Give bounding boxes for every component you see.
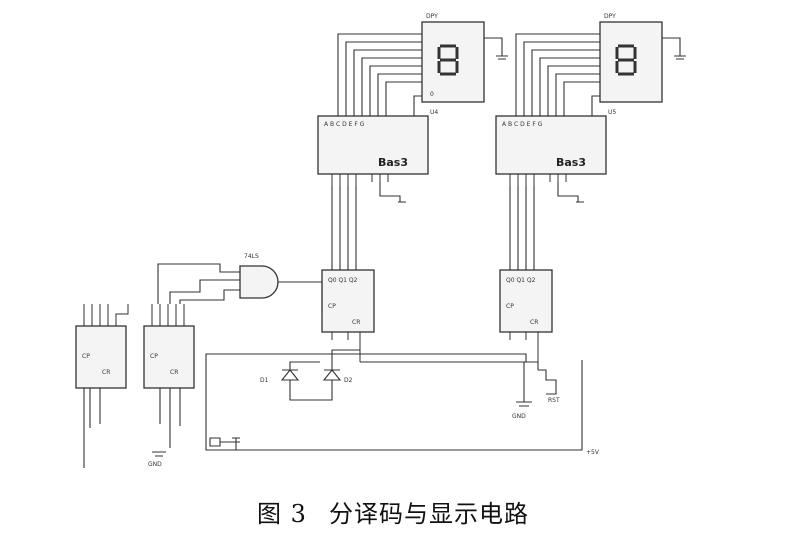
counter-chip-bottom-1: CP CR <box>75 304 129 468</box>
svg-text:Q0 Q1 Q2: Q0 Q1 Q2 <box>328 277 358 284</box>
svg-text:74LS: 74LS <box>244 253 259 260</box>
svg-text:A B C D E F G: A B C D E F G <box>502 121 543 128</box>
display-bus-left <box>337 33 422 116</box>
and-gate: 74LS <box>157 253 323 312</box>
svg-text:CP: CP <box>150 353 158 360</box>
svg-text:CP: CP <box>328 303 336 310</box>
svg-text:A B C D E F G: A B C D E F G <box>324 121 365 128</box>
svg-text:D1: D1 <box>260 377 269 384</box>
counter-chip-bottom-2: CP CR <box>143 304 195 448</box>
svg-text:0: 0 <box>430 91 434 98</box>
svg-text:U5: U5 <box>608 109 616 116</box>
figure-number: 图 3 <box>257 500 307 528</box>
svg-text:DPY: DPY <box>604 13 616 20</box>
decoder-label-left: Bas3 <box>378 156 408 169</box>
svg-text:CP: CP <box>506 303 514 310</box>
diode-right: D2 <box>308 349 360 401</box>
decoder-display-schematic: 0 A B C D E F G Bas3 A B C D E F G Bas3 <box>75 13 686 468</box>
display-bus-right <box>515 33 600 116</box>
figure-title: 分译码与显示电路 <box>328 500 529 528</box>
svg-text:U4: U4 <box>430 109 438 116</box>
figure-caption: 图 3 分译码与显示电路 <box>0 494 786 529</box>
svg-text:CP: CP <box>82 353 90 360</box>
decoder-label-right: Bas3 <box>556 156 586 169</box>
counter-chip-left: Q0 Q1 Q2 CP CR <box>321 269 375 362</box>
bcd-decoder-right: A B C D E F G Bas3 <box>495 115 607 203</box>
bcd-decoder-left: A B C D E F G Bas3 <box>317 115 429 203</box>
counter-chip-right: Q0 Q1 Q2 CP CR <box>499 269 553 362</box>
ground-symbol: GND <box>512 362 532 420</box>
svg-text:GND: GND <box>148 461 162 468</box>
decoder-to-counter-wires <box>331 186 535 270</box>
svg-text:CR: CR <box>530 319 538 326</box>
seven-segment-display-left: 0 <box>410 21 508 103</box>
svg-text:+5V: +5V <box>586 449 600 456</box>
svg-text:Q0 Q1 Q2: Q0 Q1 Q2 <box>506 277 536 284</box>
reset-line: RST <box>205 353 560 404</box>
svg-text:GND: GND <box>512 413 526 420</box>
svg-text:CR: CR <box>102 369 110 376</box>
svg-text:DPY: DPY <box>426 13 438 20</box>
svg-text:D2: D2 <box>344 377 353 384</box>
svg-text:CR: CR <box>352 319 360 326</box>
seven-segment-display-right <box>588 21 686 103</box>
svg-text:CR: CR <box>170 369 178 376</box>
svg-text:RST: RST <box>548 397 560 404</box>
power-rail: GND +5V <box>148 360 600 468</box>
diode-left: D1 <box>260 361 320 401</box>
